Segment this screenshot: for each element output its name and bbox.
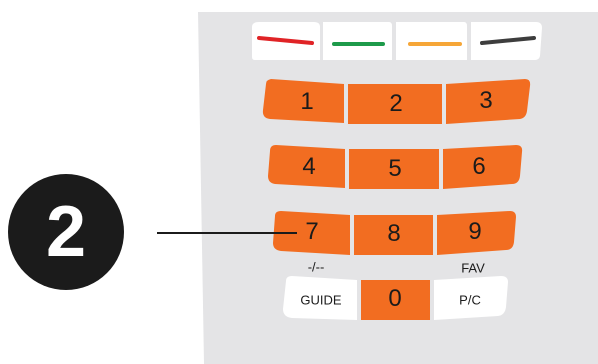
key-3-label: 3 — [479, 87, 493, 114]
key-6-label: 6 — [472, 153, 486, 180]
key-9[interactable] — [437, 211, 516, 255]
guide-button[interactable] — [283, 276, 357, 320]
key-7-label: 7 — [305, 218, 319, 245]
green-button[interactable] — [323, 22, 392, 60]
yellow-button[interactable] — [396, 22, 467, 60]
key-0[interactable] — [361, 280, 430, 320]
key-8[interactable] — [354, 215, 433, 255]
key-6[interactable] — [443, 145, 523, 189]
key-7[interactable] — [273, 211, 350, 255]
key-3[interactable] — [446, 79, 531, 124]
red-key-stripe — [257, 36, 314, 45]
key-5-label: 5 — [388, 155, 402, 182]
key-1-label: 1 — [300, 88, 314, 115]
pc-button[interactable] — [434, 276, 508, 320]
callout-leader-line — [157, 232, 297, 234]
key-8-label: 8 — [387, 220, 401, 247]
guide-label: GUIDE — [300, 292, 342, 308]
key-2[interactable] — [348, 84, 442, 124]
key-2-label: 2 — [389, 90, 403, 117]
dash-label: -/-- — [307, 259, 325, 275]
blue-key-stripe — [480, 36, 536, 45]
pc-label: P/C — [459, 292, 481, 308]
key-4[interactable] — [268, 145, 345, 188]
key-5[interactable] — [349, 149, 439, 189]
key-4-label: 4 — [302, 153, 316, 180]
key-1[interactable] — [262, 79, 344, 123]
fav-label: FAV — [461, 260, 485, 276]
key-0-label: 0 — [388, 285, 402, 312]
callout-number-badge: 2 — [8, 174, 124, 290]
key-9-label: 9 — [468, 218, 482, 245]
